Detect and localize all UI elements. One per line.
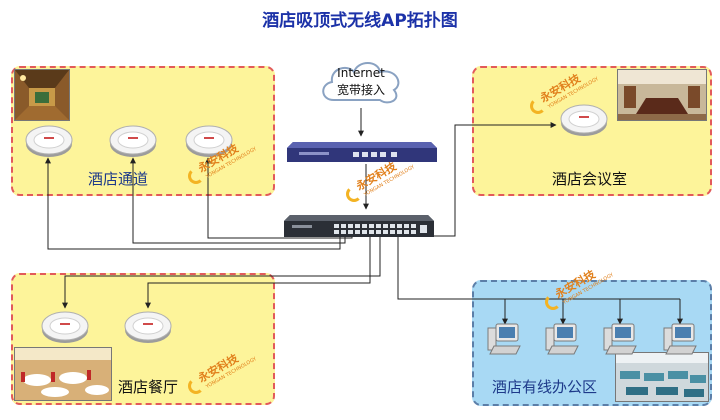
brand-logo-icon	[346, 186, 362, 202]
switch-icon	[284, 215, 434, 237]
diagram-title: 酒店吸顶式无线AP拓扑图	[262, 11, 458, 31]
ceiling-ap-icon	[41, 311, 89, 343]
brand-watermark: 永安科技 YONGAN TECHNOLOGY	[188, 352, 260, 400]
zone-label-restaurant: 酒店餐厅	[118, 378, 179, 396]
brand-logo-icon	[188, 378, 204, 394]
office-photo	[615, 352, 709, 402]
zone-label-meeting: 酒店会议室	[552, 170, 628, 188]
restaurant-photo	[14, 347, 112, 401]
corridor-photo	[14, 69, 70, 121]
brand-watermark: 永安科技 YONGAN TECHNOLOGY	[545, 268, 617, 316]
brand-watermark: 永安科技 YONGAN TECHNOLOGY	[346, 160, 418, 208]
desktop-pc-icon	[545, 323, 579, 355]
brand-watermark: 永安科技 YONGAN TECHNOLOGY	[530, 72, 602, 120]
ceiling-ap-icon	[560, 104, 608, 136]
broadband-label: 宽带接入	[336, 83, 385, 97]
brand-logo-icon	[545, 294, 561, 310]
ceiling-ap-icon	[185, 125, 233, 157]
router-icon	[287, 142, 437, 162]
ceiling-ap-icon	[25, 125, 73, 157]
zone-label-office: 酒店有线办公区	[492, 378, 598, 396]
desktop-pc-icon	[663, 323, 697, 355]
brand-logo-icon	[530, 98, 546, 114]
meeting-room-photo	[617, 69, 707, 121]
desktop-pc-icon	[487, 323, 521, 355]
ceiling-ap-icon	[109, 125, 157, 157]
zone-label-corridor: 酒店通道	[88, 170, 149, 188]
ceiling-ap-icon	[124, 311, 172, 343]
brand-watermark: 永安科技 YONGAN TECHNOLOGY	[188, 142, 260, 190]
desktop-pc-icon	[603, 323, 637, 355]
internet-cloud: Internet 宽带接入	[316, 56, 406, 108]
internet-label: Internet	[337, 66, 385, 80]
brand-logo-icon	[188, 168, 204, 184]
cloud-icon	[322, 62, 400, 104]
